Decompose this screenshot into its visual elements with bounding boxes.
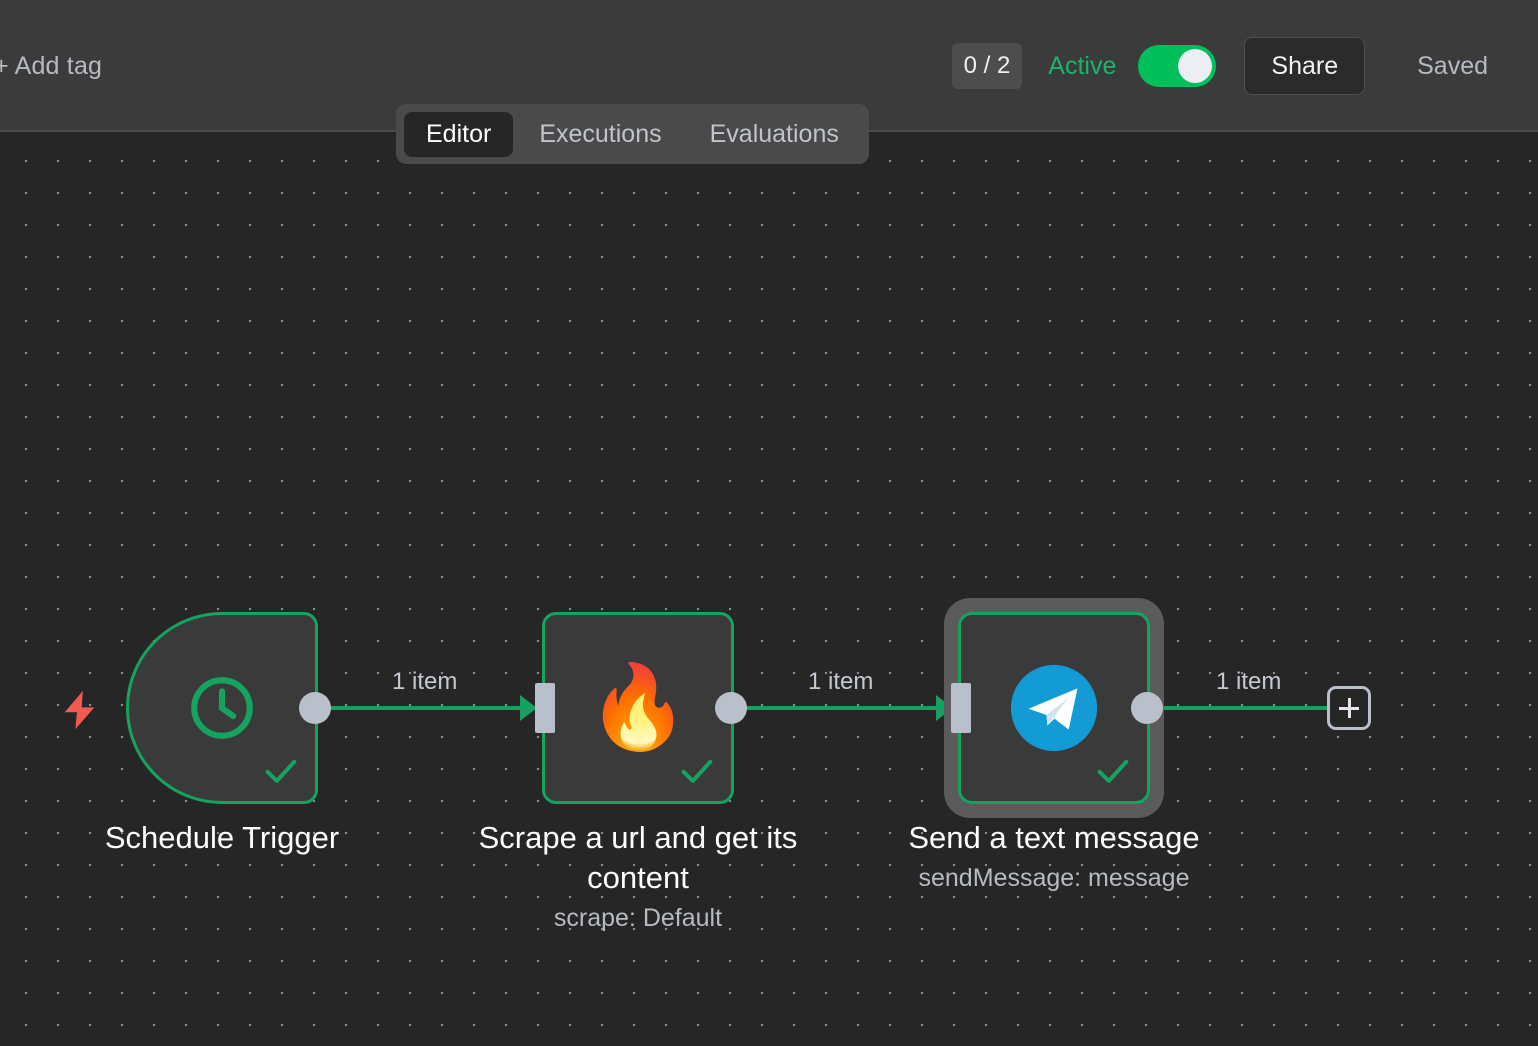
header-actions: 0 / 2 Active Share Saved — [951, 0, 1538, 132]
node-subtitle: sendMessage: message — [918, 864, 1190, 892]
success-check-icon — [1097, 759, 1129, 783]
output-port[interactable] — [1131, 692, 1163, 724]
output-port[interactable] — [715, 692, 747, 724]
edge-label-2: 1 item — [808, 668, 874, 695]
tab-executions[interactable]: Executions — [539, 119, 662, 148]
input-port[interactable] — [951, 683, 971, 733]
fire-icon: 🔥 — [586, 662, 690, 753]
success-check-icon — [265, 759, 297, 783]
edge-label-1: 1 item — [392, 668, 458, 695]
node-title: Scrape a url and get its content — [478, 820, 798, 895]
node-scrape-url[interactable]: 🔥 Scrape a url and get its content scrap… — [479, 612, 797, 932]
success-check-icon — [681, 759, 713, 783]
add-node-button[interactable] — [1327, 686, 1371, 730]
node-body[interactable] — [951, 612, 1163, 804]
output-port[interactable] — [299, 692, 331, 724]
tab-evaluations[interactable]: Evaluations — [709, 119, 839, 148]
tab-editor[interactable]: Editor — [404, 111, 514, 157]
node-send-text-message[interactable]: Send a text message sendMessage: message — [908, 598, 1200, 892]
telegram-icon — [961, 615, 1147, 801]
view-tabs: Editor Executions Evaluations — [396, 104, 869, 164]
execution-count-badge: 0 / 2 — [951, 43, 1023, 89]
share-button[interactable]: Share — [1244, 37, 1366, 95]
clock-icon — [129, 615, 315, 801]
node-body[interactable]: 🔥 — [535, 612, 747, 804]
node-subtitle: scrape: Default — [553, 904, 723, 932]
activate-workflow-toggle[interactable] — [1138, 45, 1217, 87]
edge-telegram-to-add[interactable] — [1148, 706, 1338, 710]
edge-schedule-to-scrape[interactable] — [316, 706, 538, 710]
active-status-label: Active — [1048, 52, 1117, 80]
toggle-knob — [1178, 49, 1213, 83]
saved-status-label: Saved — [1417, 52, 1488, 80]
add-tag-button[interactable]: + Add tag — [0, 52, 103, 80]
edge-scrape-to-telegram[interactable] — [732, 706, 954, 710]
node-body[interactable] — [126, 612, 331, 804]
lightning-bolt-icon — [64, 690, 95, 730]
edge-arrow-icon — [520, 695, 537, 721]
input-port[interactable] — [535, 683, 555, 733]
workflow-canvas[interactable]: 1 item 1 item 1 item — [0, 132, 1538, 1046]
edge-label-3: 1 item — [1216, 668, 1282, 695]
node-schedule-trigger[interactable]: Schedule Trigger — [105, 612, 339, 855]
node-title: Send a text message — [908, 820, 1200, 855]
node-title: Schedule Trigger — [104, 820, 340, 855]
